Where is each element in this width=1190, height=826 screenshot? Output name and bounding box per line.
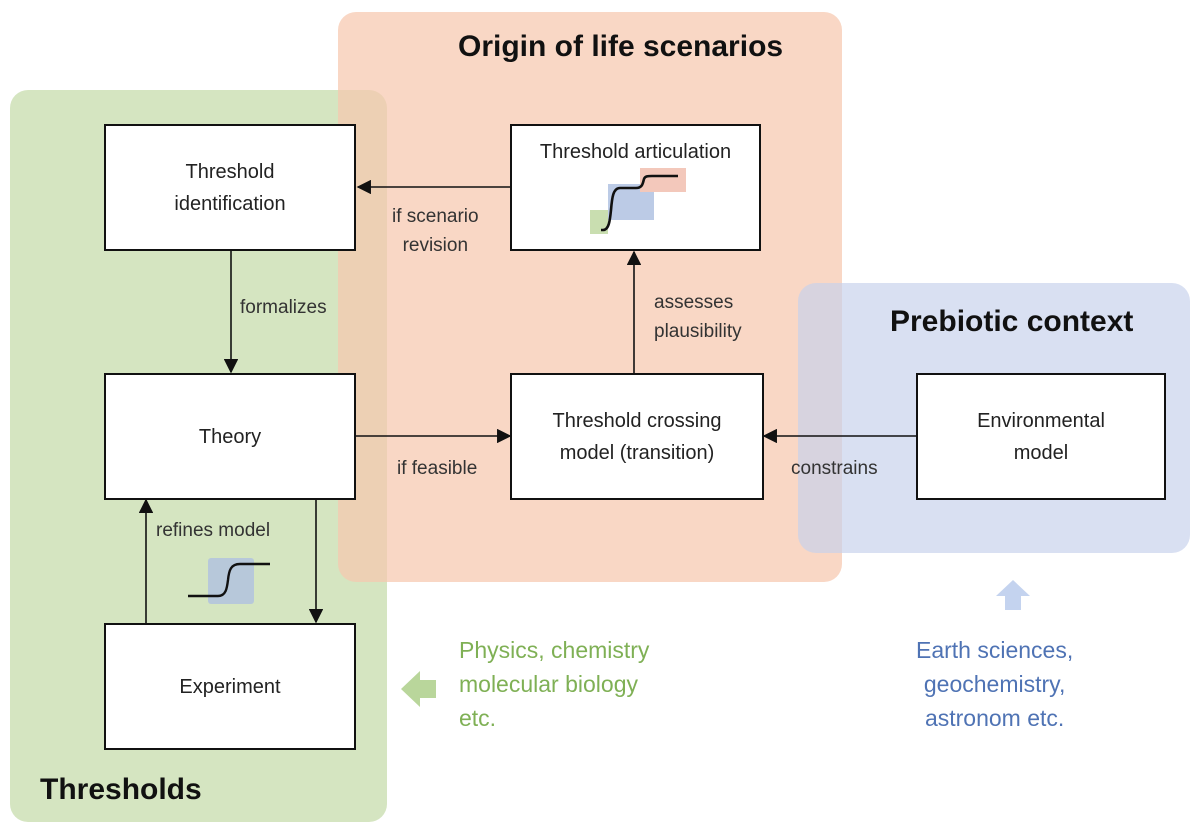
threshold-articulation-box: Threshold articulation xyxy=(510,124,761,251)
experiment-box: Experiment xyxy=(104,623,356,750)
environmental-model-box: Environmental model xyxy=(916,373,1166,500)
threshold-identification-box: Threshold identification xyxy=(104,124,356,251)
experiment-label: Experiment xyxy=(179,675,281,698)
threshold-articulation-label: Threshold articulation xyxy=(539,141,732,163)
earth-block-arrow xyxy=(996,580,1030,610)
origin-region-title: Origin of life scenarios xyxy=(458,30,784,63)
physics-block-arrow xyxy=(401,671,436,707)
thresholds-region-title: Thresholds xyxy=(40,773,202,806)
environmental-model-line2: model xyxy=(1013,441,1069,464)
prebiotic-region-title: Prebiotic context xyxy=(890,305,1134,338)
sigmoid-curve-icon xyxy=(188,558,270,604)
threshold-identification-line2: identification xyxy=(174,192,286,215)
theory-label: Theory xyxy=(198,425,262,448)
threshold-crossing-box: Threshold crossing model (transition) xyxy=(510,373,764,500)
formalizes-label: formalizes xyxy=(240,297,327,318)
threshold-crossing-line2: model (transition) xyxy=(559,441,715,464)
threshold-identification-line1: Threshold xyxy=(185,160,275,183)
threshold-crossing-line1: Threshold crossing xyxy=(552,409,722,432)
constrains-label: constrains xyxy=(791,458,878,479)
environmental-model-line1: Environmental xyxy=(977,409,1105,432)
earth-sciences-source: Earth sciences,geochemistry,astronom etc… xyxy=(916,637,1074,731)
theory-box: Theory xyxy=(104,373,356,500)
if-feasible-label: if feasible xyxy=(397,458,478,479)
stepped-curve-icon xyxy=(590,168,686,234)
refines-model-label: refines model xyxy=(156,520,271,541)
